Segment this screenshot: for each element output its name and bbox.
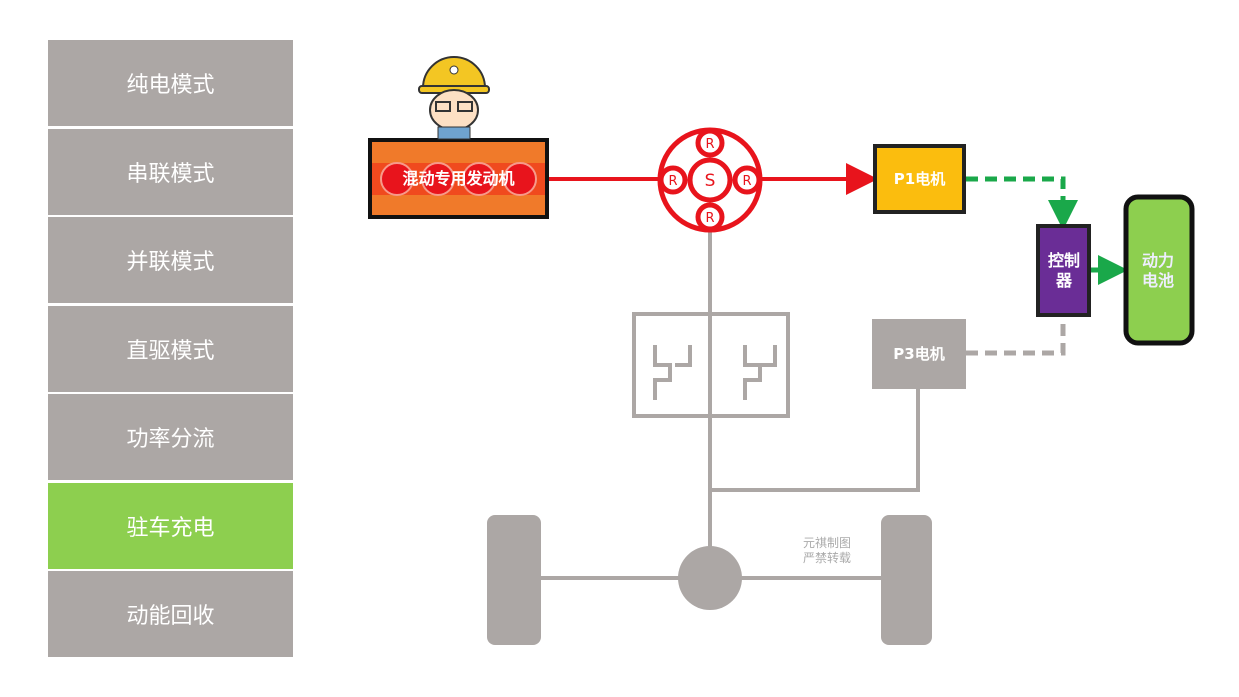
controller-label: 控制器 [1047,250,1080,290]
right-wheel [881,515,932,645]
sun-gear-label: S [705,171,716,191]
ring-label: R [668,174,677,189]
planetary-gear [657,127,763,233]
watermark-line: 元祺制图 [803,536,852,550]
watermark: 元祺制图 严禁转载 [803,536,851,566]
ring-label: R [705,137,714,152]
battery-label: 动力电池 [1141,250,1174,290]
controller-box [1036,224,1091,317]
mode-series[interactable]: 串联模式 [48,128,293,215]
p3-to-controller-link [966,318,1066,356]
ring-label: R [705,211,714,226]
watermark-line: 严禁转载 [803,551,852,565]
mode-power-split[interactable]: 功率分流 [48,394,293,480]
engineer-mascot-icon [418,56,490,140]
mode-parking-charge[interactable]: 驻车充电 [48,482,293,569]
mechanical-links [541,230,920,580]
p1-motor-box [873,144,966,214]
mode-parallel[interactable]: 并联模式 [48,217,293,303]
differential [678,546,742,610]
engine-label: 混动专用发动机 [402,169,515,188]
ring-label: R [742,174,751,189]
battery-box [1123,194,1195,346]
p1-motor-label: P1电机 [893,169,946,188]
mode-regen[interactable]: 动能回收 [48,571,293,657]
p3-motor-box [872,319,966,389]
mode-pure-electric[interactable]: 纯电模式 [48,40,293,126]
p1-to-controller-flow [966,176,1078,230]
left-wheel [487,515,541,645]
mode-menu: 纯电模式 串联模式 并联模式 直驱模式 功率分流 驻车充电 动能回收 [48,40,293,660]
p3-motor-label: P3电机 [893,344,945,363]
mode-direct-drive[interactable]: 直驱模式 [48,305,293,392]
